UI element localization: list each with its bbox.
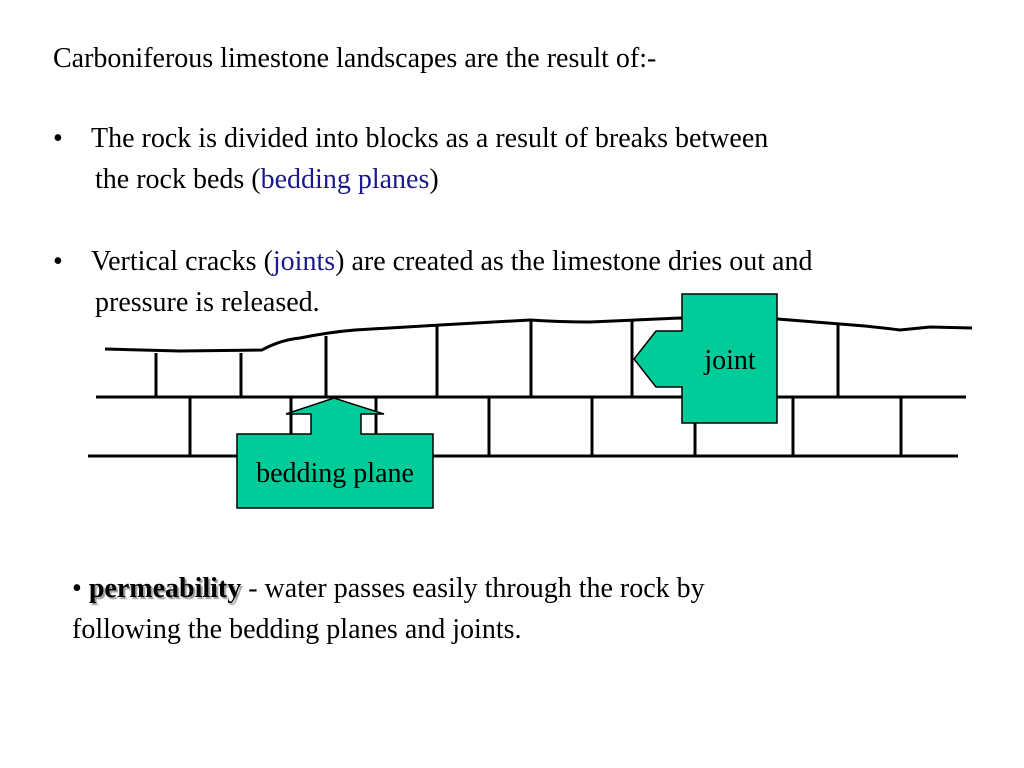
bedding-planes-term: bedding planes	[260, 164, 430, 195]
bullet-bedding-prefix: the rock beds (	[95, 164, 261, 195]
bullet-bedding-suffix: )	[429, 164, 439, 195]
joint-callout-label: joint	[703, 345, 756, 376]
bullet-mark: •	[53, 123, 63, 154]
bullet-bedding-line1: • The rock is divided into blocks as a re…	[53, 119, 768, 159]
bullet-bedding-text: The rock is divided into blocks as a res…	[91, 123, 769, 154]
joints-term: joints	[272, 246, 336, 277]
bullet-bedding-line2: the rock beds (bedding planes)	[95, 160, 439, 200]
bedding-plane-callout	[236, 397, 434, 509]
bullet-permeability-line2: following the bedding planes and joints.	[72, 614, 522, 645]
bullet-joints-line2: pressure is released.	[95, 287, 320, 318]
intro-text: Carboniferous limestone landscapes are t…	[53, 43, 657, 74]
bullet-mark-small: •	[72, 573, 82, 604]
rock-surface-line	[104, 316, 973, 353]
bullet-joints-suffix: ) are created as the limestone dries out…	[335, 246, 813, 277]
bullet-joints-line1: • Vertical cracks (joints) are created as…	[53, 242, 812, 282]
joint-callout	[633, 293, 778, 424]
permeability-text: - water passes easily through the rock b…	[241, 573, 705, 604]
bullet-permeability-line1: • permeability - water passes easily thr…	[72, 569, 705, 609]
bedding-plane-callout-label: bedding plane	[256, 458, 414, 489]
permeability-term: permeability	[88, 573, 242, 604]
bullet-joints-prefix: Vertical cracks (	[91, 246, 273, 277]
bullet-mark: •	[53, 246, 63, 277]
